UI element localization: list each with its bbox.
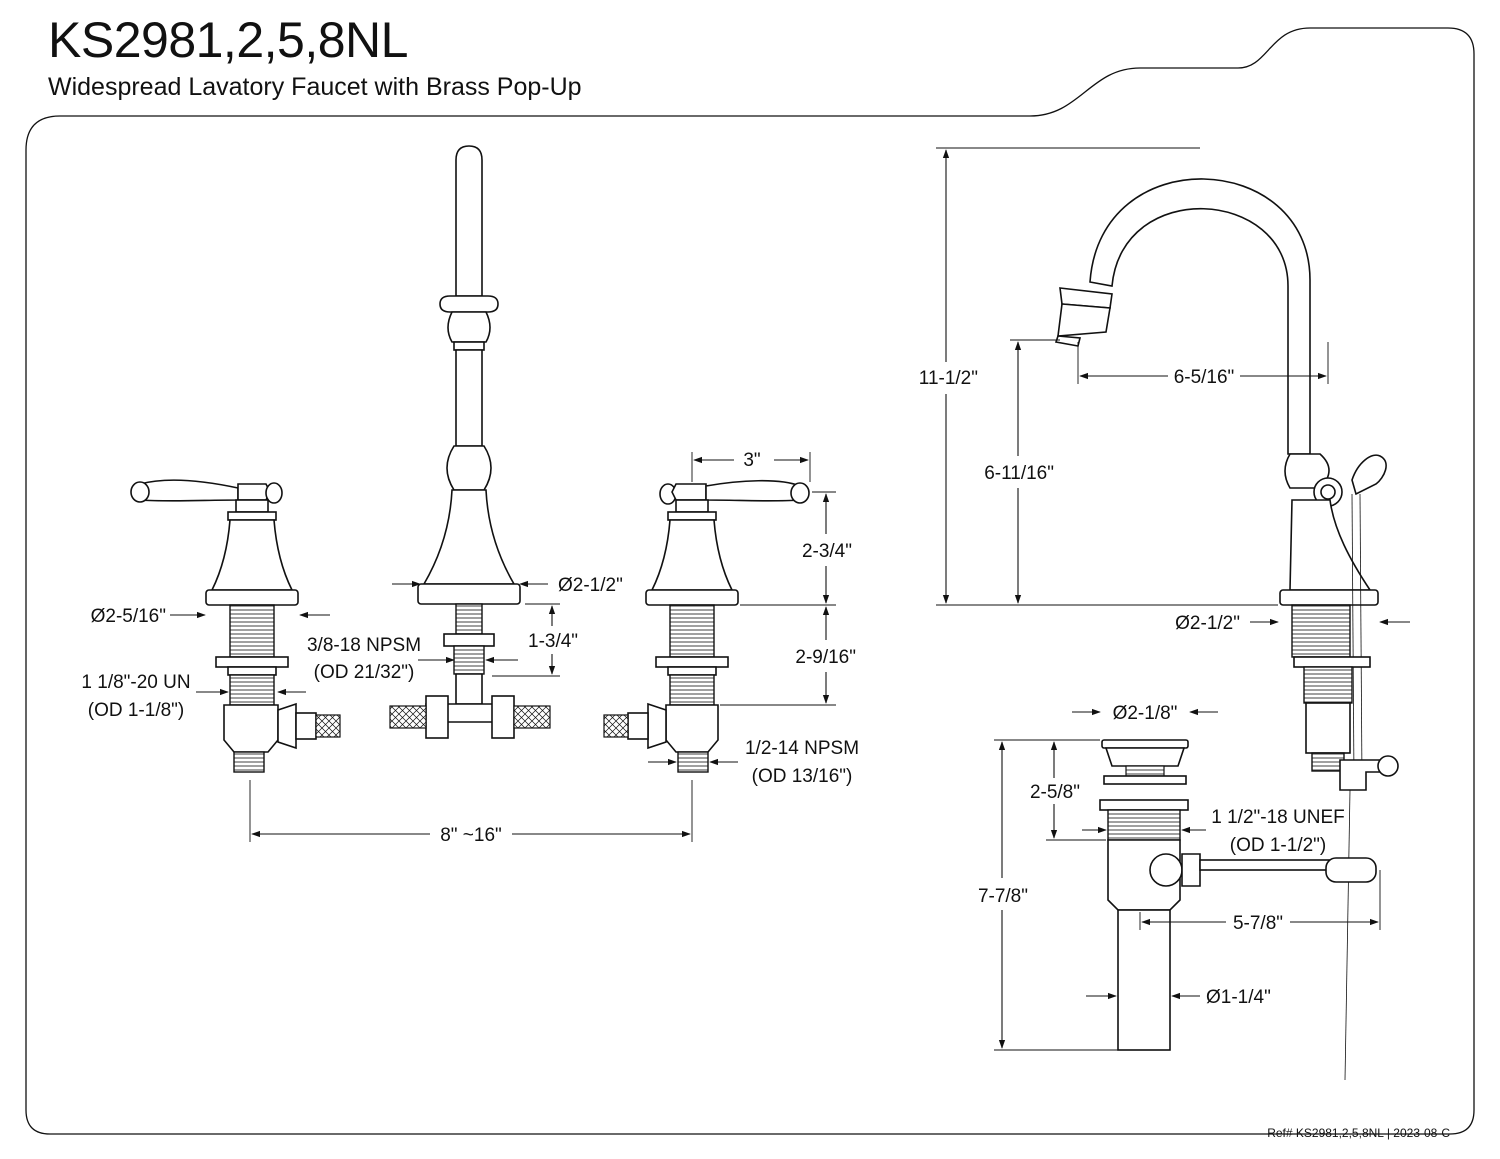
popup-dimensions	[994, 708, 1381, 1051]
right-handle-assembly	[603, 479, 810, 773]
label-rod-reach: 5-7/8"	[1233, 913, 1283, 934]
side-dimensions	[936, 147, 1410, 626]
label-handle-height: 2-3/4"	[802, 541, 852, 562]
spout-front-assembly	[389, 145, 551, 739]
label-handle-thread-od: (OD 1-1/8")	[88, 700, 184, 721]
label-inlet-thread: 1/2-14 NPSM	[745, 738, 859, 759]
label-spout-thread-od: (OD 21/32")	[314, 662, 415, 683]
label-shank-length: 2-9/16"	[795, 647, 856, 668]
label-flange-dia: Ø2-1/8"	[1113, 703, 1178, 724]
label-spout-clearance: 6-11/16"	[984, 463, 1054, 484]
label-handle-width: 3"	[743, 450, 760, 471]
side-view-assembly	[1054, 178, 1399, 1081]
drawing-frame	[25, 27, 1475, 1135]
label-flange-height: 2-5/8"	[1030, 782, 1080, 803]
front-dimensions	[170, 452, 836, 842]
product-subtitle: Widespread Lavatory Faucet with Brass Po…	[48, 73, 582, 101]
label-inlet-thread-od: (OD 13/16")	[752, 766, 853, 787]
popup-drain-assembly	[1099, 739, 1377, 1051]
label-centers: 8" ~16"	[440, 825, 502, 846]
label-base-dia: Ø2-1/2"	[1175, 613, 1240, 634]
reference-number: Ref# KS2981,2,5,8NL | 2023-08-C	[1267, 1126, 1450, 1140]
label-spout-shank-len: 1-3/4"	[528, 631, 578, 652]
label-spout-thread: 3/8-18 NPSM	[307, 635, 421, 656]
label-handle-thread: 1 1/8"-20 UN	[81, 672, 190, 693]
label-popup-total-height: 7-7/8"	[978, 886, 1028, 907]
label-popup-thread: 1 1/2"-18 UNEF	[1211, 807, 1344, 828]
label-spout-base-dia: Ø2-1/2"	[558, 575, 623, 596]
label-popup-thread-od: (OD 1-1/2")	[1230, 835, 1326, 856]
header: KS2981,2,5,8NL Widespread Lavatory Fauce…	[48, 10, 582, 102]
label-total-height: 11-1/2"	[919, 368, 978, 389]
label-tail-dia: Ø1-1/4"	[1206, 987, 1271, 1008]
left-handle-assembly	[130, 479, 341, 773]
label-handle-dia: Ø2-5/16"	[91, 606, 166, 627]
model-number: KS2981,2,5,8NL	[48, 12, 408, 68]
label-spout-reach: 6-5/16"	[1174, 367, 1235, 388]
